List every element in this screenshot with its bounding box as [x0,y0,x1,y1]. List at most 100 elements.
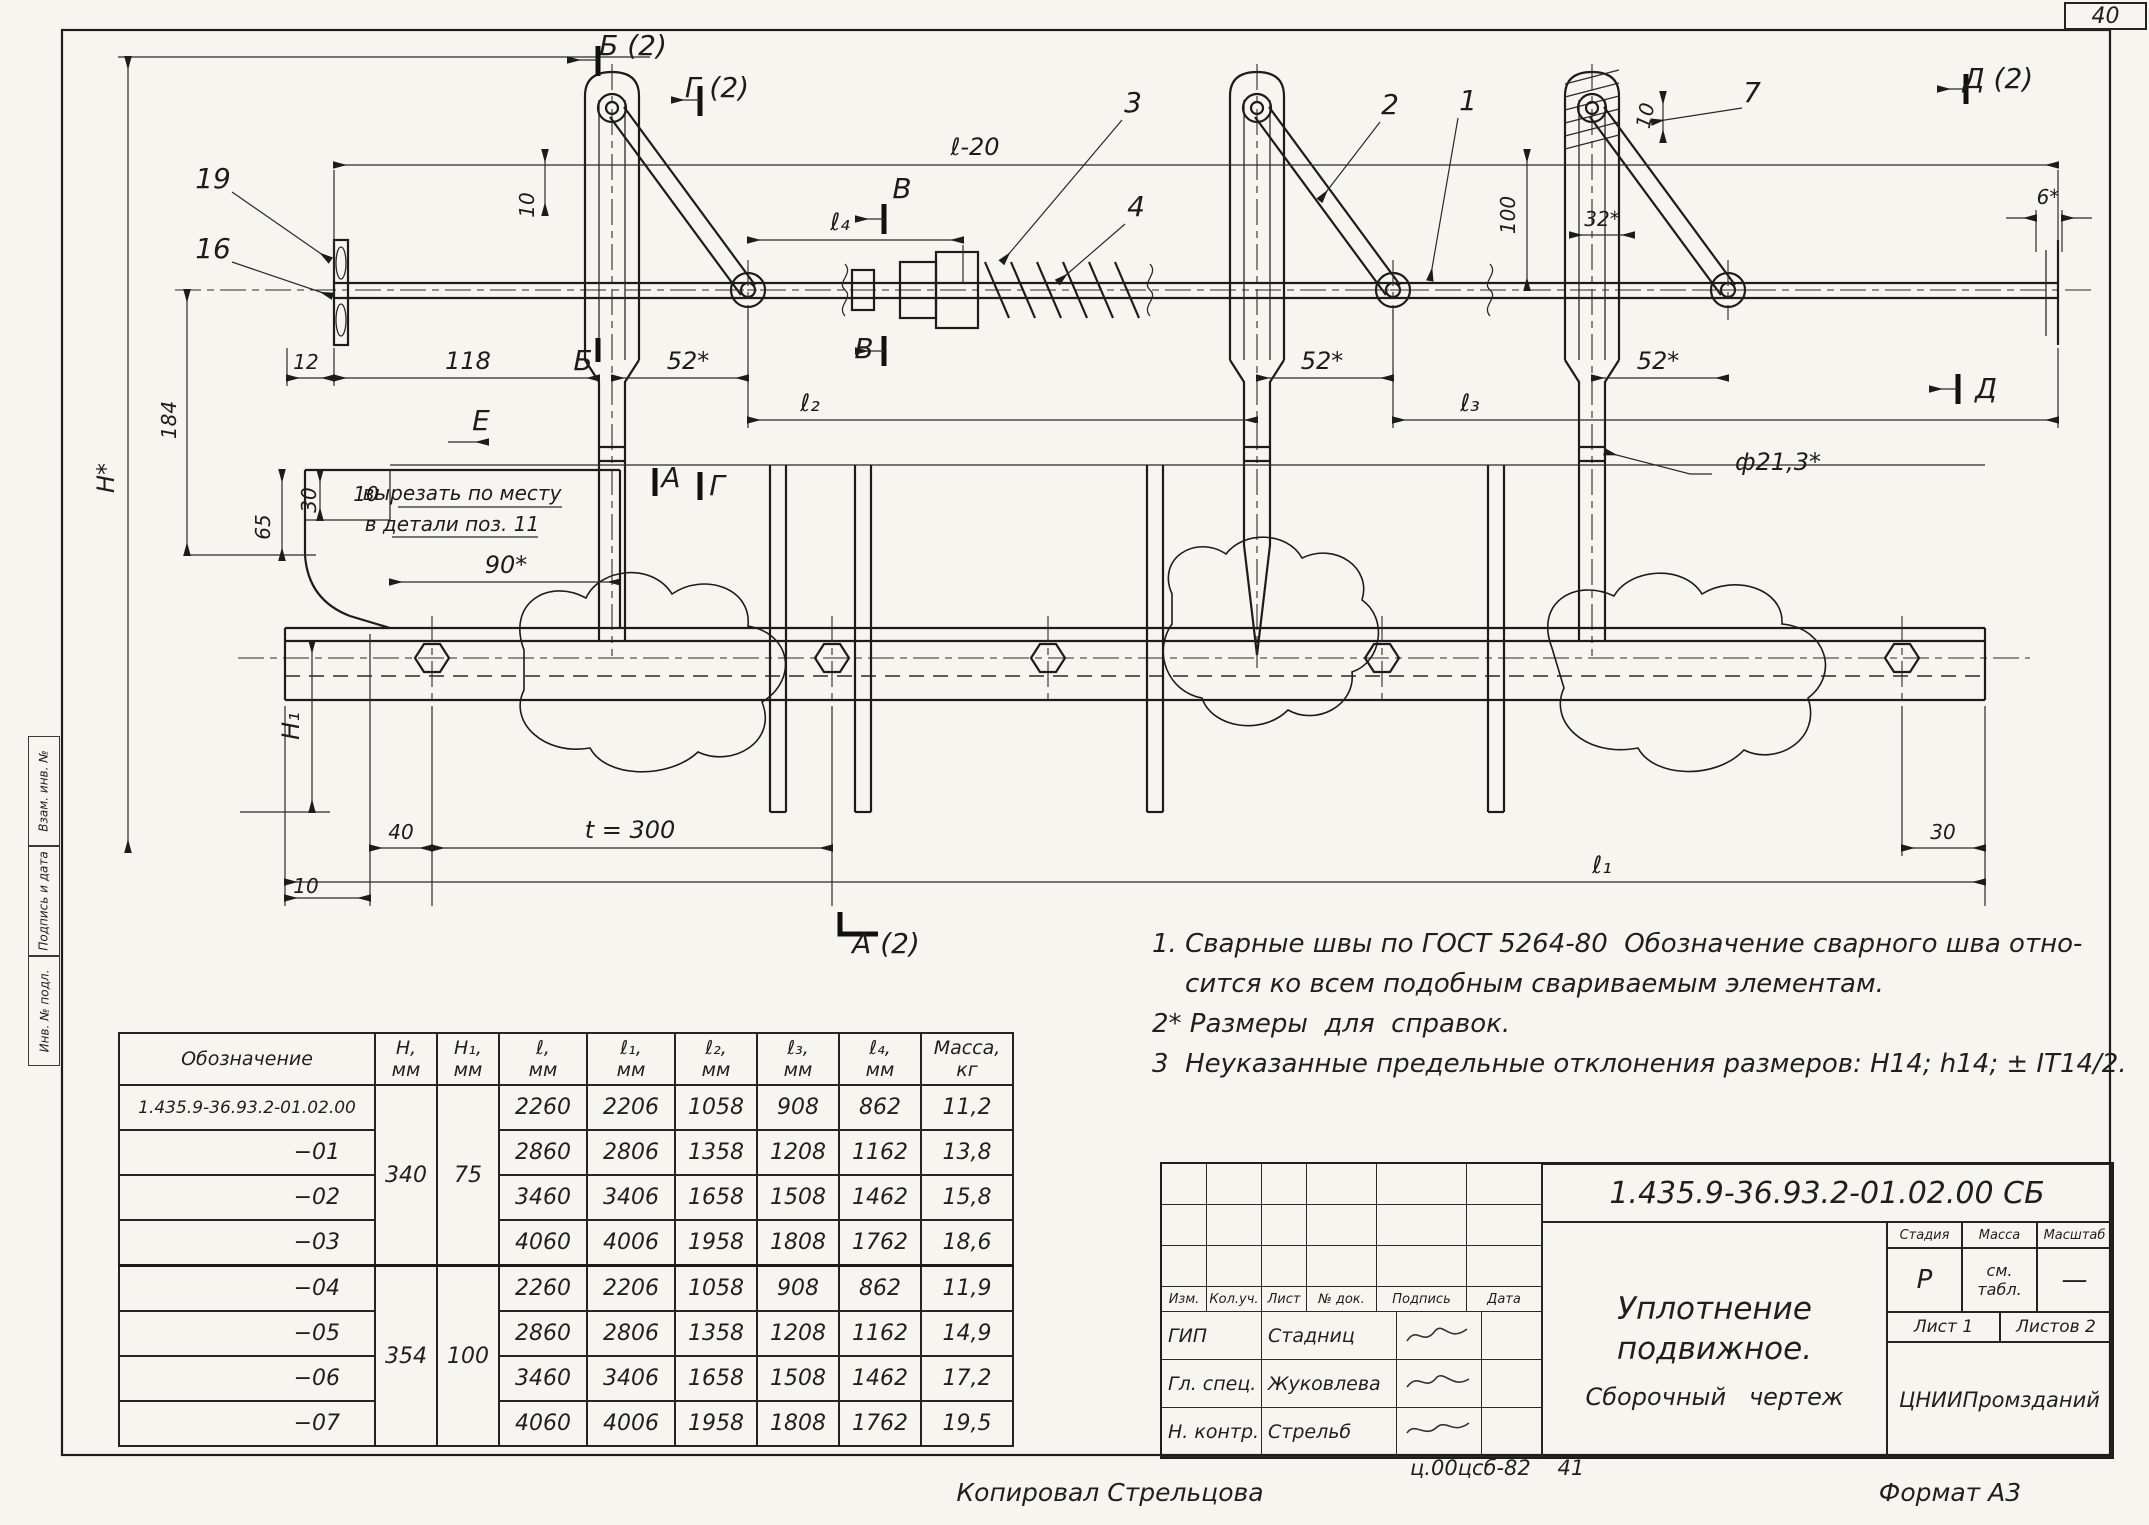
revision-cell [1262,1205,1307,1246]
revision-cell [1307,1164,1377,1205]
signatory-role: ГИП [1162,1312,1262,1360]
drawing-label: 65 [251,514,275,539]
drawing-label: 40 [388,820,413,844]
drawing-label: в детали поз. 11 [365,512,539,536]
drawing-label: А [659,461,680,494]
stage-value: Р [1887,1248,1962,1312]
drawing-label: ℓ-20 [949,133,999,161]
drawing-label: 4 [1127,190,1145,223]
revision-cell [1162,1164,1207,1205]
copied-by-note: Копировал Стрельцова [956,1478,1264,1507]
beam-bolts [413,616,1921,704]
col-list: Лист [1262,1287,1307,1312]
signatory-role: Гл. спец. [1162,1360,1262,1408]
drawing-label: 7 [1743,76,1761,109]
margin-stamp-box: Взам. инв. № [28,736,60,846]
drawing-label: ℓ₃ [1459,389,1480,417]
support-beam [238,464,2030,702]
revision-table [1162,1164,1542,1287]
col-data: Дата [1467,1287,1542,1312]
drawing-label: 6* [2037,185,2060,209]
organization-name: ЦНИИПромзданий [1887,1342,2112,1457]
revision-cell [1377,1164,1467,1205]
scale-value: — [2037,1248,2112,1312]
stage-header: Стадия [1887,1222,1962,1248]
drawing-label: ℓ₁ [1591,851,1612,879]
title-line: Сборочный чертеж [1585,1382,1844,1411]
spec-header-cell: Н,мм [374,1032,438,1086]
drawing-label: 100 [1496,196,1520,234]
drawing-label: 10 [515,192,539,217]
revision-cell [1207,1205,1262,1246]
drawing-label: ℓ₂ [799,389,820,417]
scale-header: Масштаб [2037,1222,2112,1248]
drawing-label: Б [573,344,592,377]
revision-cell [1162,1246,1207,1287]
col-izm: Изм. [1162,1287,1207,1312]
leader-lines [231,107,1743,300]
drawing-label: 19 [195,162,231,195]
drawing-label: Е [472,404,490,437]
revision-cell [1377,1205,1467,1246]
revision-cell [1262,1246,1307,1287]
spec-header-cell: Обозначение [118,1032,376,1086]
signature-row: ГИП Стадниц [1162,1312,1542,1360]
revision-cell [1467,1246,1542,1287]
inventory-mark: ц.00цсб-82 41 [1410,1456,1585,1480]
signatory-name: Стрельб [1262,1408,1397,1457]
signatory-role: Н. контр. [1162,1408,1262,1457]
drawing-label: 184 [157,401,181,439]
title-line: подвижное. [1616,1330,1813,1367]
drawing-label: Г [709,469,727,502]
sheet-frame [60,28,2112,1457]
drawing-label: 3 [1124,86,1142,119]
margin-stamp-label: Подпись и дата [37,851,51,951]
drawing-label: В [854,332,873,365]
drawing-label: 32* [1584,207,1619,231]
signature-date [1482,1408,1542,1457]
revision-cell [1207,1246,1262,1287]
revision-cell [1162,1205,1207,1246]
drawing-label: Д (2) [1961,62,2033,95]
mass-value: см. табл. [1962,1248,2037,1312]
view-boundaries [519,536,1827,773]
technical-notes: 1. Сварные швы по ГОСТ 5264-80 Обозначен… [1152,924,2142,1084]
drawing-label: 16 [195,232,231,265]
signature-mark [1397,1408,1482,1457]
revision-cell [1307,1205,1377,1246]
dimension-lines [124,56,2092,902]
signature-row: Н. контр. Стрельб [1162,1408,1542,1457]
drawing-label: 52* [667,347,710,375]
drawing-label: Н* [92,463,120,493]
drawing-label: 2 [1381,88,1399,121]
signature-mark [1397,1312,1482,1360]
note-line: сится ко всем подобным свариваемым элеме… [1152,969,1884,999]
revision-cell [1207,1164,1262,1205]
revision-cell [1307,1246,1377,1287]
title-line: Уплотнение [1617,1290,1812,1327]
sheets-total: Листов 2 [2000,1312,2112,1342]
drawing-label: 30 [1930,820,1955,844]
title-block: Изм. Кол.уч. Лист № док. Подпись Дата ГИ… [1160,1162,2114,1459]
revision-cell [1467,1164,1542,1205]
margin-stamp-box: Инв. № подл. [28,956,60,1066]
drawing-label: 118 [445,347,491,375]
drawing-label: 90* [485,551,528,579]
margin-stamp-label: Взам. инв. № [37,750,52,832]
spec-header-cell: Н₁,мм [436,1032,500,1086]
turnbuckle-spring [850,250,1141,330]
note-line: 2* Размеры для справок. [1152,1009,1511,1039]
col-podpis: Подпись [1377,1287,1467,1312]
rod [175,238,2092,347]
guide-bars [768,465,1506,814]
sheet-number: Лист 1 [1887,1312,2000,1342]
signature-mark [1397,1360,1482,1408]
section-marks [448,46,1969,937]
signature-date [1482,1360,1542,1408]
format-note: Формат А3 [1878,1478,2022,1507]
